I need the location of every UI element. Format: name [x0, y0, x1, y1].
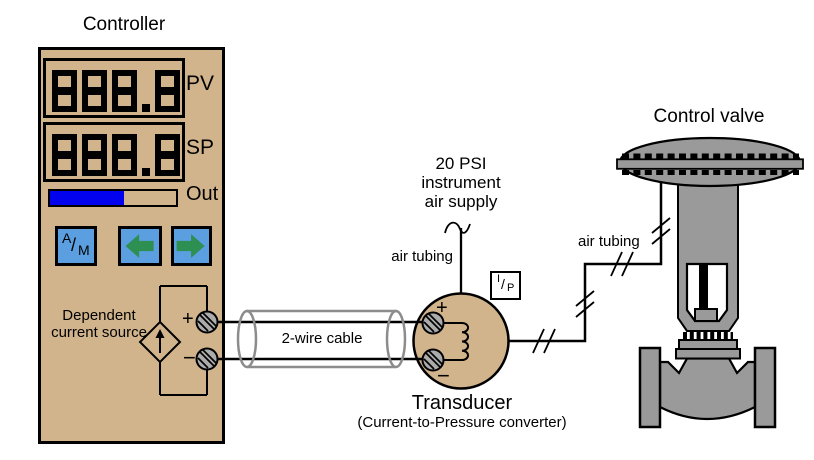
pv-display [43, 58, 185, 118]
left-arrow-icon [125, 234, 154, 258]
transducer-plus-sign: + [436, 297, 448, 319]
cable-label: 2-wire cable [281, 330, 363, 347]
air-tubing-left-label: air tubing [391, 248, 453, 265]
out-label: Out [186, 183, 219, 205]
right-arrow-icon [176, 234, 205, 258]
am-m: M [78, 242, 90, 258]
sp-label: SP [186, 136, 215, 159]
output-bar [48, 189, 178, 207]
stem-clamp [694, 308, 718, 322]
ip-slash: / [501, 276, 505, 292]
actuator-diaphragm [618, 136, 802, 188]
controller-plus-sign: + [182, 308, 194, 330]
transducer-body [412, 292, 510, 390]
pv-label: PV [186, 72, 215, 95]
valve-yoke [677, 182, 739, 332]
dependent-current-source-label: Dependent current source [51, 307, 147, 341]
controller-title: Controller [82, 14, 166, 35]
ip-converter-box: I / P [490, 271, 521, 300]
am-a: A [62, 230, 72, 246]
decrement-button[interactable] [118, 226, 162, 266]
pipe-flange-left [638, 346, 662, 429]
air-tubing-line [509, 182, 663, 343]
pipe-flange-right [753, 346, 777, 429]
bonnet-flange-lower [675, 348, 741, 360]
controller-minus-sign: − [183, 345, 196, 370]
air-tubing-right-label: air tubing [578, 233, 640, 250]
controller-panel: PV SP Out A / M Dependent current source [38, 47, 225, 444]
bonnet-flange-upper [678, 339, 738, 350]
increment-button[interactable] [171, 226, 212, 266]
transducer-coil [443, 322, 470, 361]
output-bar-fill [50, 191, 125, 205]
actuator-flange-band [616, 158, 804, 170]
am-slash: / [71, 235, 77, 255]
auto-manual-button[interactable]: A / M [55, 226, 97, 266]
valve-title: Control valve [653, 106, 765, 127]
air-supply-label: 20 PSI instrument air supply [421, 154, 501, 212]
valve-stem [699, 264, 708, 312]
valve-body [658, 357, 757, 421]
ip-i: I [497, 273, 501, 285]
yoke-window [685, 262, 729, 323]
transducer-subtitle: (Current-to-Pressure converter) [357, 414, 567, 431]
control-valve [616, 136, 804, 429]
sp-display [43, 122, 185, 182]
transducer-title: Transducer [411, 392, 513, 414]
transducer-minus-sign: − [437, 363, 450, 388]
ip-p: P [507, 282, 515, 294]
